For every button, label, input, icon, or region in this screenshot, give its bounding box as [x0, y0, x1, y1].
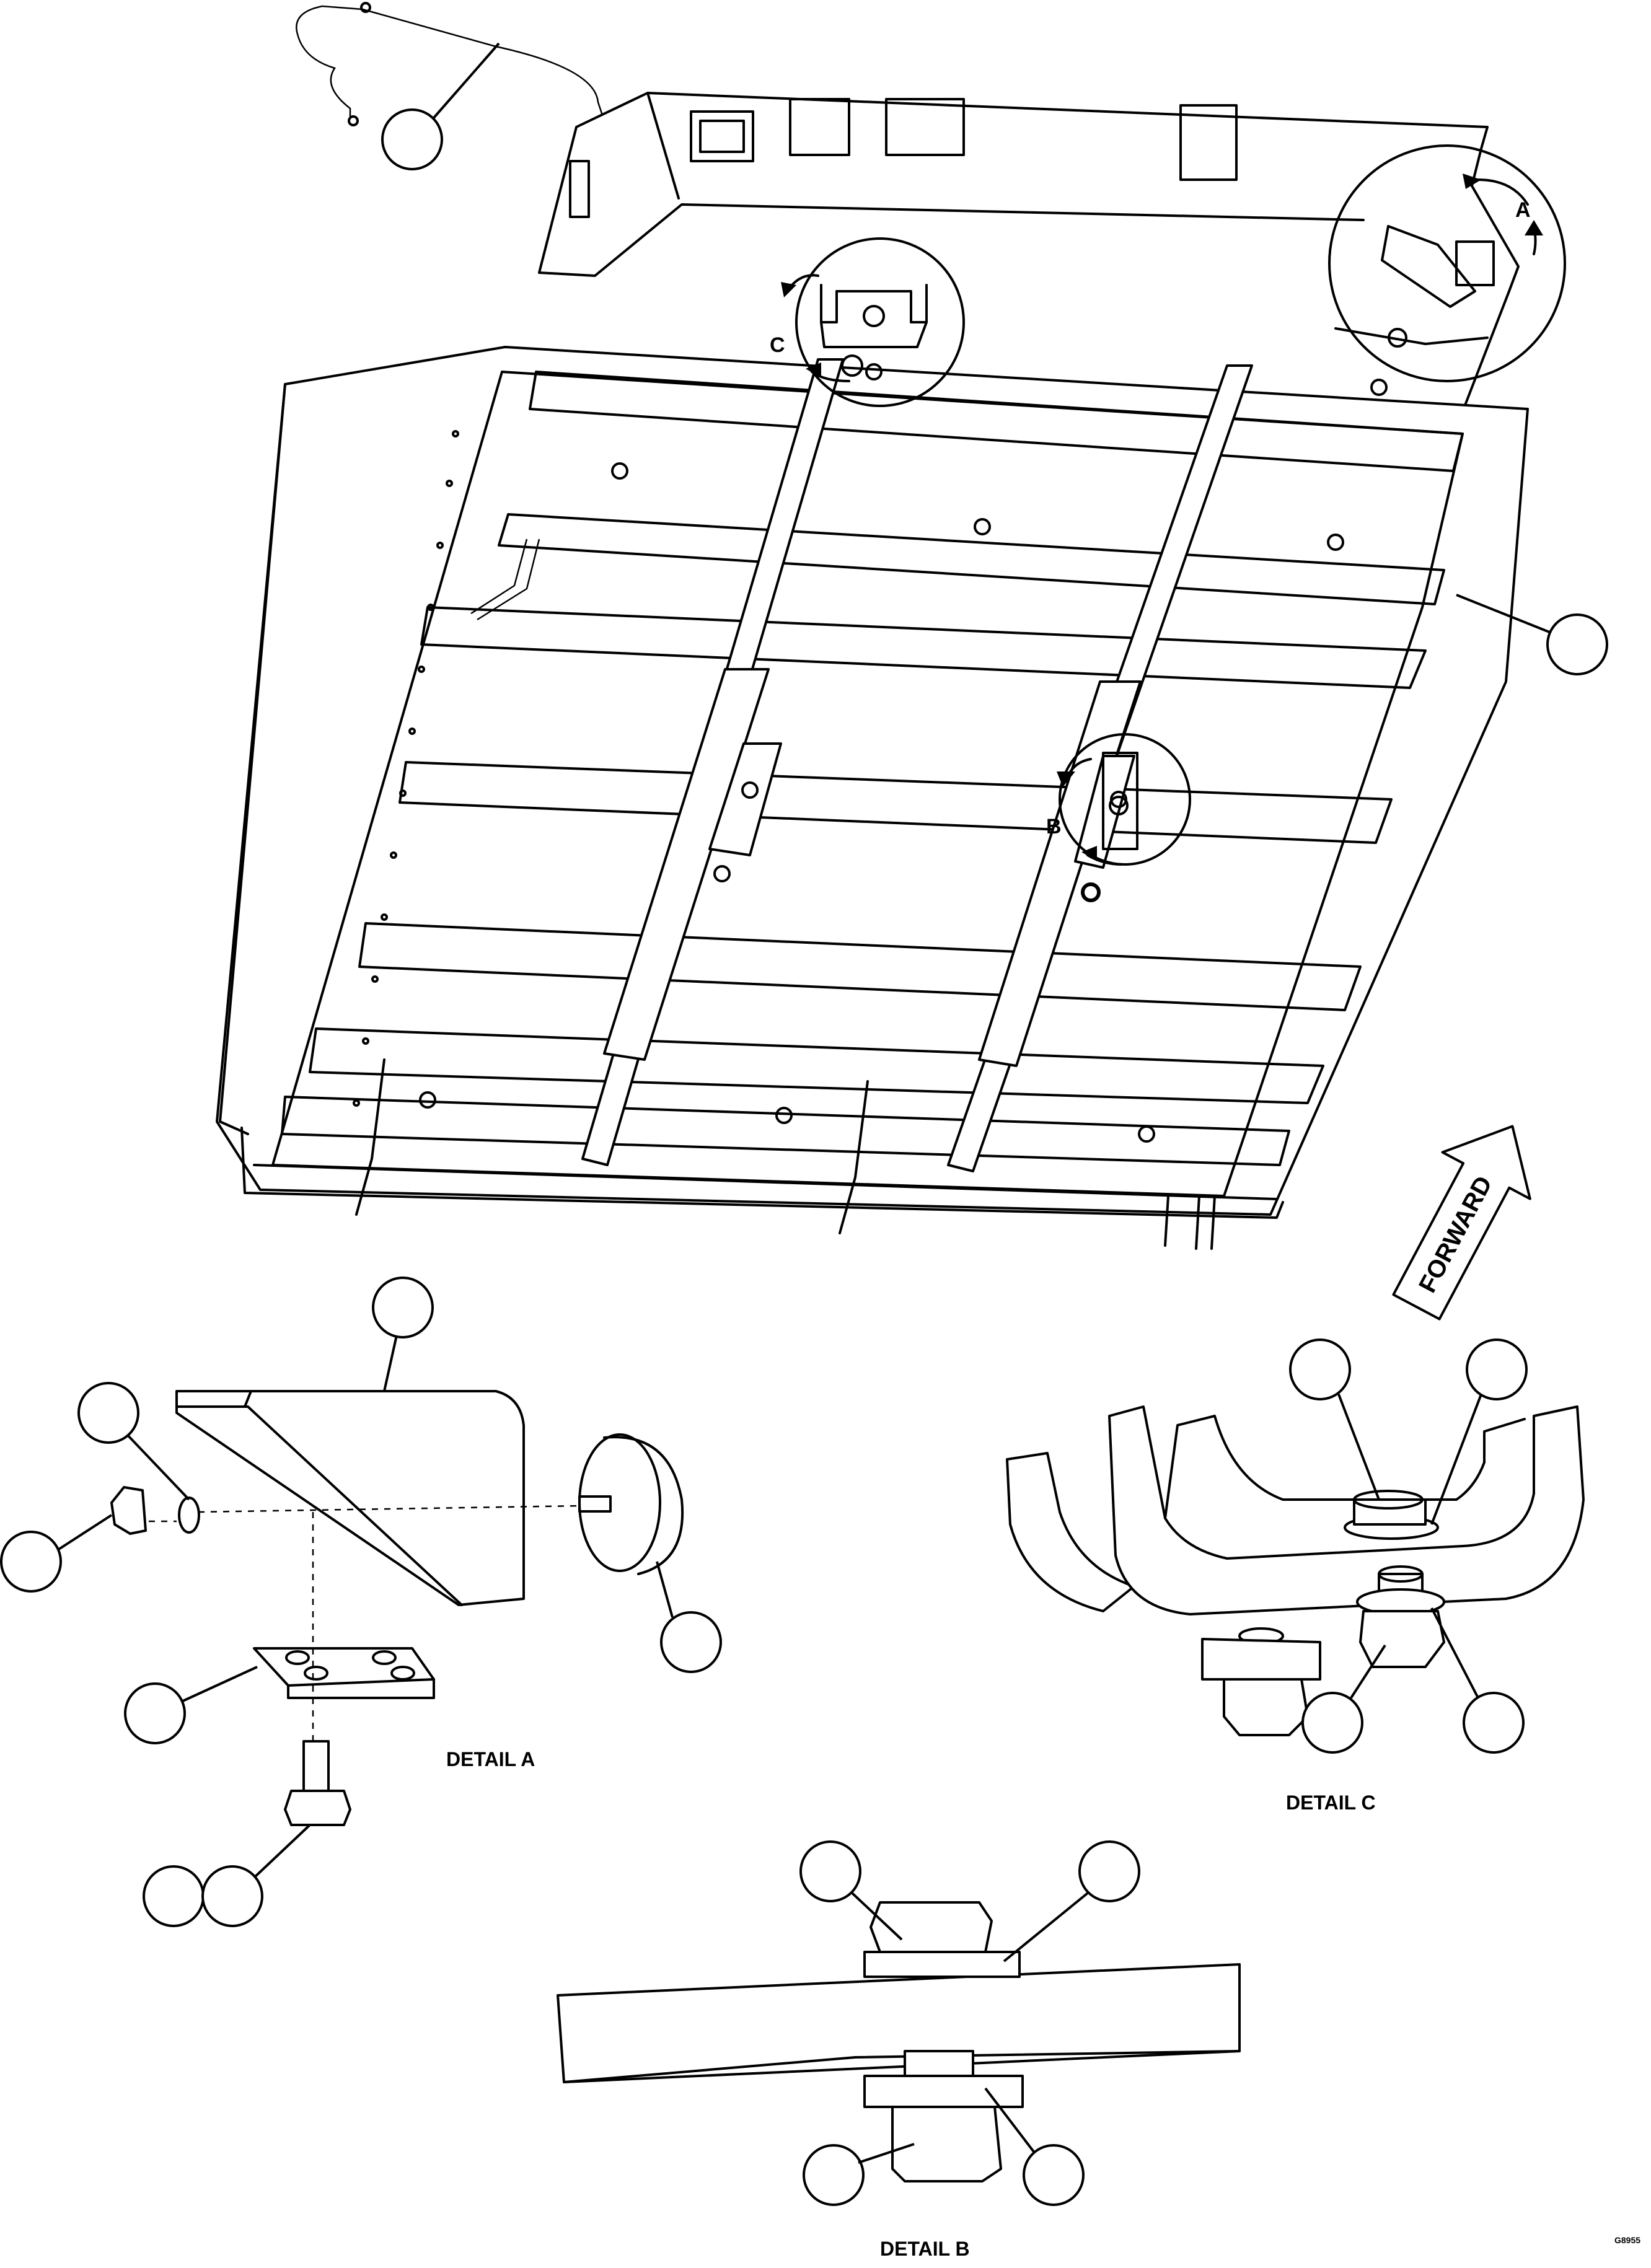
- harness-wire: [296, 5, 363, 118]
- detail-callout-b: B: [1046, 733, 1191, 902]
- edge-holes: [353, 430, 459, 1107]
- detail-c-title: DETAIL C: [1286, 1791, 1376, 1814]
- view-c-label: C: [770, 333, 785, 357]
- detail-b: DETAIL B: [557, 1840, 1241, 2260]
- item-balloon-detail-b-bolt: [799, 1840, 861, 1902]
- detail-a: DETAIL A: [0, 1277, 722, 1927]
- item-balloon-detail-c-washer-top: [1466, 1338, 1528, 1400]
- detail-callout-a: A: [1328, 144, 1566, 382]
- item-balloon-detail-a-plate: [124, 1682, 186, 1744]
- item-balloon-detail-a-bolt-1: [143, 1865, 205, 1927]
- item-balloon-floor-panel: [1546, 613, 1608, 675]
- item-balloon-detail-c-washer-bottom: [1463, 1692, 1525, 1754]
- item-balloon-detail-c-nut: [1301, 1692, 1363, 1754]
- item-balloon-detail-c-bolt: [1289, 1338, 1351, 1400]
- floor-assembly: [216, 2, 1529, 1250]
- item-balloon-harness: [381, 108, 443, 170]
- detail-c: DETAIL C: [1006, 1338, 1585, 1814]
- view-b-label: B: [1046, 815, 1062, 838]
- view-a-label: A: [1515, 198, 1531, 222]
- item-balloon-detail-a-bracket: [372, 1277, 434, 1338]
- detail-callout-c: C: [770, 237, 965, 407]
- detail-a-title: DETAIL A: [446, 1748, 535, 1770]
- detail-b-title: DETAIL B: [880, 2238, 970, 2260]
- item-balloon-detail-b-washer-top: [1078, 1840, 1140, 1902]
- item-balloon-detail-b-washer-bottom: [1023, 2144, 1085, 2206]
- stringers: [581, 358, 1253, 1172]
- item-balloon-detail-a-washer: [77, 1382, 139, 1444]
- forward-arrow: FORWARD: [1392, 1125, 1531, 1321]
- item-balloon-detail-a-nut: [0, 1531, 62, 1593]
- item-balloon-detail-a-bolt-2: [201, 1865, 263, 1927]
- main-balloons: [381, 42, 1608, 675]
- harness-wire-2: [362, 8, 605, 121]
- item-balloon-detail-a-isolator: [660, 1611, 722, 1673]
- figure-id: G8955: [1614, 2235, 1640, 2245]
- item-balloon-detail-b-nut: [803, 2144, 865, 2206]
